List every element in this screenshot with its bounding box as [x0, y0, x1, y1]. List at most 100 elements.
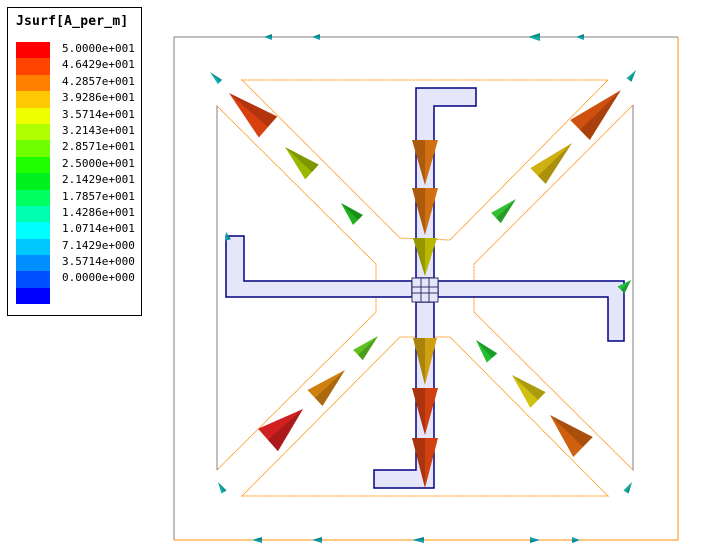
current-vector-arrow	[530, 143, 572, 184]
arrow-cone	[285, 147, 319, 180]
current-vector-arrow	[412, 140, 438, 185]
legend-band	[16, 74, 50, 92]
legend-label: 7.1429e+000	[62, 238, 135, 252]
current-vector-arrow	[218, 482, 227, 494]
arrow-cone	[570, 90, 621, 141]
current-vector-arrow	[285, 147, 319, 180]
arrow-shade	[538, 143, 572, 184]
outer-boundary	[173, 36, 678, 540]
current-vector-arrow	[412, 537, 424, 543]
arrow-shade	[358, 336, 378, 361]
legend-label: 4.2857e+001	[62, 74, 135, 88]
arrow-cone	[225, 232, 231, 241]
arrow-shade	[528, 33, 540, 37]
arrow-cone	[412, 388, 438, 435]
arrow-shade	[315, 370, 345, 407]
current-vector-arrow	[225, 232, 231, 241]
legend-band	[16, 287, 50, 305]
arrow-cone	[307, 370, 345, 407]
arrow-shade	[626, 482, 632, 494]
legend-label: 3.5714e+001	[62, 107, 135, 121]
legend-label: 1.0714e+001	[62, 222, 135, 236]
current-vector-arrow	[528, 33, 540, 41]
current-vector-arrow	[623, 482, 632, 494]
legend-label: 0.0000e+000	[62, 271, 135, 285]
arrow-cone	[312, 537, 322, 543]
legend-band	[16, 222, 50, 239]
outer-boundary	[174, 37, 679, 541]
arrow-shade	[264, 34, 272, 37]
legend-label: 2.5000e+001	[62, 156, 135, 170]
legend-band	[16, 189, 50, 206]
arrow-shade	[572, 540, 580, 543]
current-vector-arrow	[412, 438, 438, 488]
current-vector-arrow	[570, 90, 621, 141]
current-vector-arrow	[626, 70, 636, 82]
arrow-cone	[210, 72, 223, 85]
arrow-cone	[229, 93, 278, 138]
arrow-shade	[496, 199, 516, 224]
legend-band	[16, 58, 50, 75]
arrow-shade	[580, 90, 621, 141]
arrow-cone	[413, 238, 437, 276]
legend-label: 2.8571e+001	[62, 140, 135, 154]
arrow-shade	[512, 375, 546, 400]
arrow-shade	[629, 70, 636, 82]
radiator-patch-outline	[216, 104, 377, 472]
legend-band	[16, 238, 50, 256]
current-vector-arrow	[210, 72, 223, 85]
arrow-cone	[412, 188, 438, 235]
arrow-cone	[617, 280, 631, 294]
legend-band	[16, 255, 50, 272]
arrow-shade	[210, 72, 223, 82]
arrow-shade	[576, 34, 584, 37]
arrow-shade	[285, 147, 319, 172]
arrow-shade	[621, 280, 631, 294]
arrow-cone	[264, 34, 272, 40]
arrow-cone	[623, 482, 632, 494]
current-vector-arrow	[550, 415, 593, 458]
arrow-cone	[312, 34, 320, 40]
legend-band	[16, 91, 50, 108]
arrow-shade	[530, 540, 540, 543]
current-vector-arrow	[353, 336, 378, 361]
arrow-shade	[226, 232, 231, 240]
feed-line	[437, 280, 625, 342]
radiator-patch-outline	[240, 79, 610, 241]
current-vector-arrow	[512, 375, 546, 408]
legend-label: 3.2143e+001	[62, 123, 135, 137]
current-vector-arrow	[413, 338, 437, 385]
arrow-cone	[530, 143, 572, 184]
current-vector-arrow	[530, 537, 540, 543]
arrow-cone	[530, 537, 540, 543]
arrow-cone	[512, 375, 546, 408]
current-vector-arrow	[572, 537, 580, 543]
arrow-cone	[572, 537, 580, 543]
current-vector-arrow	[312, 34, 320, 40]
feed-line	[225, 235, 413, 298]
current-vector-arrow	[412, 388, 438, 435]
arrow-shade	[412, 438, 425, 488]
feed-junction	[411, 277, 439, 303]
current-vector-arrow	[307, 370, 345, 407]
arrow-shade	[412, 188, 425, 235]
arrow-cone	[218, 482, 227, 494]
legend-title: Jsurf[A_per_m]	[16, 14, 129, 29]
arrow-cone	[576, 34, 584, 40]
legend-color-scale	[16, 42, 50, 305]
current-vector-arrow	[264, 34, 272, 40]
legend-band	[16, 140, 50, 157]
arrow-cone	[476, 340, 498, 363]
arrow-cone	[353, 336, 378, 361]
legend-label: 1.4286e+001	[62, 205, 135, 219]
current-vectors	[210, 33, 636, 543]
legend-band	[16, 271, 50, 288]
arrow-shade	[218, 482, 227, 492]
legend-label: 5.0000e+001	[62, 42, 135, 55]
current-vector-arrow	[229, 93, 278, 138]
legend-label: 3.9286e+001	[62, 91, 135, 105]
arrow-shade	[550, 415, 593, 447]
